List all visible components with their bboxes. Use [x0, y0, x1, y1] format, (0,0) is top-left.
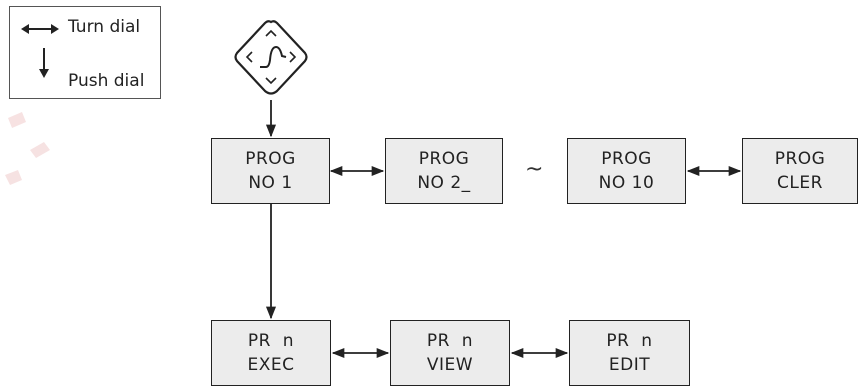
legend-push-dial: Push dial — [10, 48, 160, 92]
legend-box: Turn dial Push dial — [9, 6, 161, 99]
range-separator: ~ — [525, 157, 544, 182]
box-line1: PR n — [247, 331, 295, 351]
box-line2: VIEW — [426, 355, 474, 375]
legend-push-label: Push dial — [68, 71, 145, 91]
state-box-prog-clear: PROG CLER — [742, 138, 858, 204]
box-line1: PROG — [601, 149, 652, 169]
box-line2: CLER — [777, 173, 823, 193]
box-line2: EXEC — [247, 355, 295, 375]
state-box-pr-edit: PR n EDIT — [569, 320, 690, 386]
state-box-prog-no-10: PROG NO 10 — [567, 138, 686, 204]
double-arrow-horizontal-icon — [21, 24, 59, 34]
legend-turn-dial: Turn dial — [10, 13, 160, 43]
box-line1: PROG — [245, 149, 296, 169]
arrow-down-icon — [39, 48, 49, 78]
box-line1: PR n — [606, 331, 653, 351]
box-line2: EDIT — [608, 355, 651, 375]
box-line1: PR n — [426, 331, 474, 351]
program-pattern-icon — [234, 20, 308, 95]
box-line2: NO 2_ — [417, 173, 471, 193]
box-line1: PROG — [774, 149, 826, 169]
state-box-prog-no-2: PROG NO 2_ — [385, 138, 503, 204]
state-box-prog-no-1: PROG NO 1 — [211, 138, 330, 204]
box-line2: NO 1 — [248, 173, 293, 193]
state-box-pr-view: PR n VIEW — [390, 320, 510, 386]
legend-turn-label: Turn dial — [68, 17, 141, 37]
box-line2: NO 10 — [598, 173, 655, 193]
state-box-pr-exec: PR n EXEC — [211, 320, 331, 386]
box-line1: PROG — [418, 149, 470, 169]
